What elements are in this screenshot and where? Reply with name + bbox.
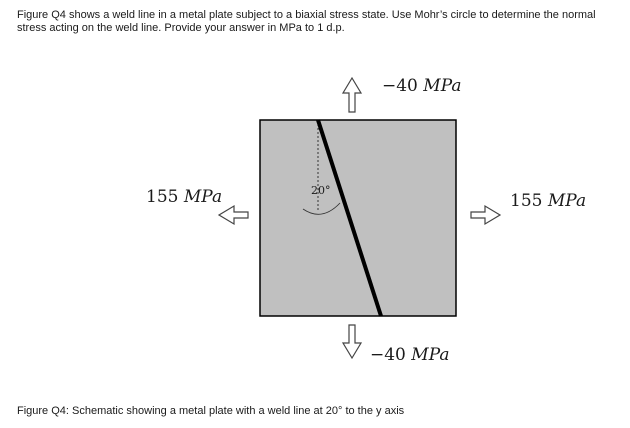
- stress-label-left: 155 MPa: [146, 187, 222, 207]
- stress-value-left: 155: [146, 187, 179, 207]
- weld-angle-label: 20°: [311, 184, 331, 197]
- stress-label-right: 155 MPa: [510, 191, 586, 211]
- stress-unit-top: MPa: [423, 76, 462, 96]
- stress-value-right: 155: [510, 191, 543, 211]
- stress-unit-bottom: MPa: [411, 345, 450, 365]
- stress-unit-right: MPa: [547, 191, 587, 211]
- weld-line: [316, 119, 383, 317]
- arrow-up-icon: [341, 76, 363, 113]
- figure-caption: Figure Q4: Schematic showing a metal pla…: [17, 405, 405, 417]
- stress-value-bottom: −40: [370, 345, 406, 365]
- arrow-right-icon: [470, 204, 502, 226]
- stress-unit-left: MPa: [183, 187, 223, 207]
- metal-plate: [259, 119, 457, 317]
- stress-label-bottom: −40 MPa: [370, 345, 450, 365]
- stress-value-top: −40: [382, 76, 418, 96]
- stress-label-top: −40 MPa: [382, 76, 462, 96]
- question-text: Figure Q4 shows a weld line in a metal p…: [17, 9, 596, 34]
- arrow-left-icon: [217, 204, 249, 226]
- arrow-down-icon: [341, 324, 363, 360]
- angle-arc: [302, 202, 341, 215]
